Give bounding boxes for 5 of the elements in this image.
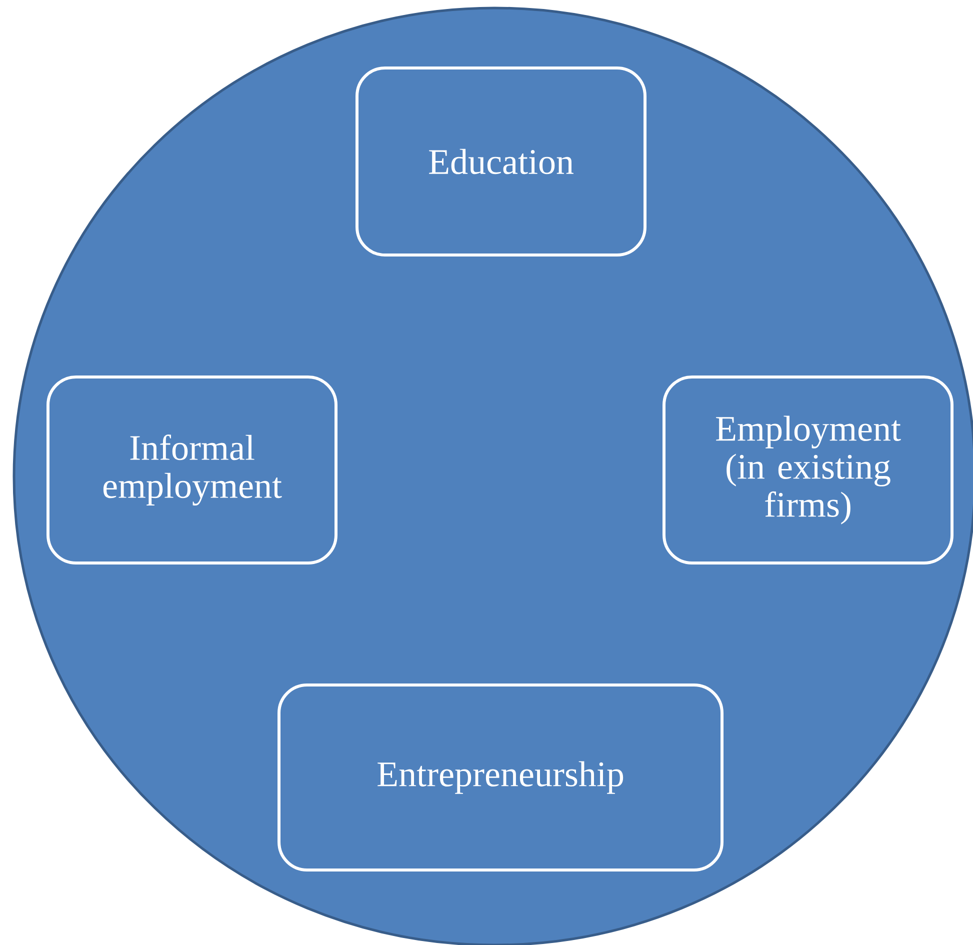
rounded-box: Employment (in existing firms) (662, 376, 954, 564)
rounded-box: Education (356, 66, 646, 256)
rounded-box: Informal employment (46, 376, 338, 564)
circle-background (12, 6, 973, 945)
rounded-box: Entrepreneurship (278, 684, 724, 872)
